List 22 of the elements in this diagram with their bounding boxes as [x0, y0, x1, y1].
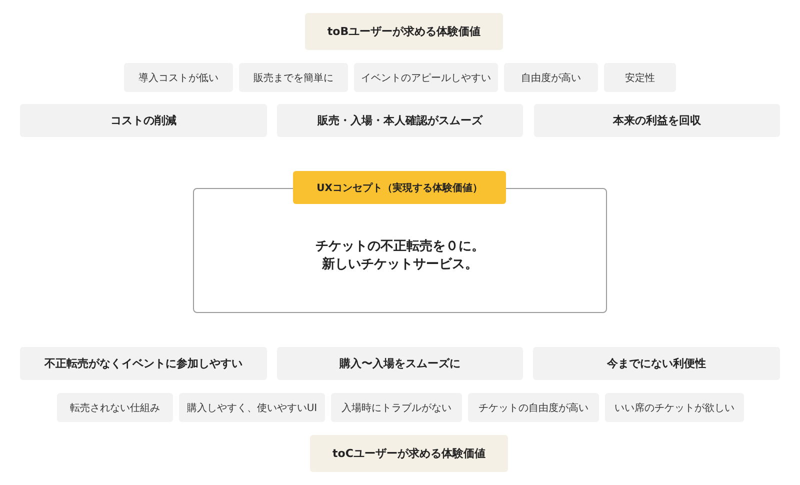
tag-text: 自由度が高い: [521, 72, 581, 84]
header-text: toBユーザーが求める体験価値: [327, 24, 481, 39]
value-heading: 購入〜入場をスムーズに: [340, 356, 460, 371]
value-heading: 販売・入場・本人確認がスムーズ: [318, 113, 482, 128]
tag-text: 販売までを簡単に: [254, 72, 334, 84]
value-heading: 不正転売がなくイベントに参加しやすい: [44, 356, 242, 371]
header-panel: [310, 435, 508, 472]
header-panel: [305, 13, 503, 50]
value-heading: 今までにない利便性: [607, 356, 706, 371]
tag-text: いい席のチケットが欲しい: [614, 402, 734, 414]
value-heading: コストの削減: [110, 113, 176, 128]
tag-text: 安定性: [625, 72, 655, 84]
tag-text: チケットの自由度が高い: [478, 402, 588, 414]
concept-statement: チケットの不正転売を０に。新しいチケットサービス。: [314, 238, 486, 274]
tag-text: 入場時にトラブルがない: [342, 402, 452, 414]
tag-text: 導入コストが低い: [138, 72, 218, 84]
concept-heading-tab: UXコンセプト（実現する体験価値）: [293, 171, 506, 204]
header-text: toCユーザーが求める体験価値: [332, 446, 486, 461]
tag-text: イベントのアピールしやすい: [361, 72, 491, 84]
value-heading: 本来の利益を回収: [613, 113, 701, 128]
tag-text: 転売されない仕組み: [70, 402, 160, 414]
tag-text: 購入しやすく、使いやすいUI: [186, 402, 318, 414]
